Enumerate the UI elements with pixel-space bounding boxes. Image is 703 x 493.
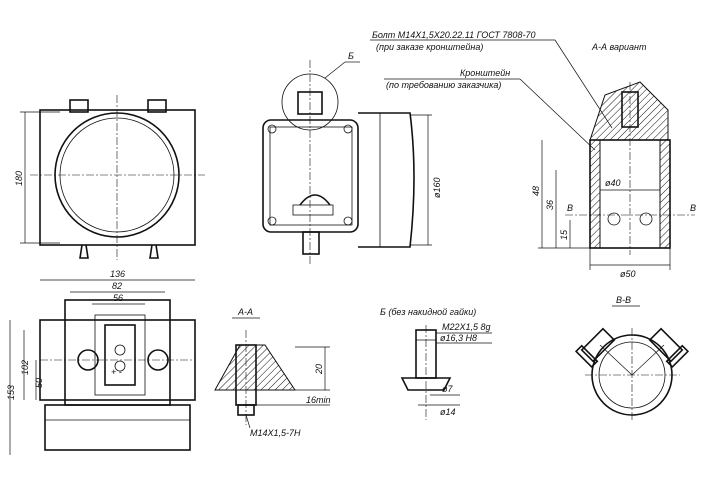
bracket-label: Кронштейн bbox=[460, 68, 510, 78]
front-view: 180 bbox=[14, 95, 205, 260]
dim-102: 102 bbox=[20, 360, 30, 375]
polarity: + - bbox=[111, 367, 122, 377]
section-aa: А-А 20 16min М14Х1,5-7Н bbox=[214, 307, 331, 438]
section-aa-variant-title: А-А вариант bbox=[591, 42, 647, 52]
dim-180: 180 bbox=[14, 171, 24, 186]
dim-36: 36 bbox=[545, 200, 555, 210]
cut-v-left: В bbox=[567, 203, 573, 213]
dim-136: 136 bbox=[110, 269, 125, 279]
b-d16: ø16,3 Н8 bbox=[440, 333, 477, 343]
section-vv: В-В bbox=[574, 295, 690, 420]
bracket-note: (по требованию заказчика) bbox=[386, 80, 501, 90]
view-b-title: Б (без накидной гайки) bbox=[380, 307, 476, 317]
dim-48: 48 bbox=[531, 186, 541, 196]
dim-15: 15 bbox=[559, 229, 569, 240]
dim-20: 20 bbox=[314, 364, 324, 375]
aa-thread: М14Х1,5-7Н bbox=[250, 428, 301, 438]
bolt-note: (при заказе кронштейна) bbox=[376, 42, 483, 52]
dim-16min: 16min bbox=[306, 395, 331, 405]
b-thread: М22Х1,5 8g bbox=[442, 322, 491, 332]
dim-d160: ø160 bbox=[432, 177, 442, 198]
section-aa-title: А-А bbox=[237, 307, 253, 317]
dim-d50: ø50 bbox=[620, 269, 636, 279]
bolt-spec: Болт М14Х1,5Х20.22.11 ГОСТ 7808-70 bbox=[372, 30, 535, 40]
section-vv-title: В-В bbox=[616, 295, 631, 305]
top-view: + - 136 82 56 153 102 50 bbox=[6, 269, 196, 455]
view-b: Б (без накидной гайки) М22Х1,5 8g ø16,3 … bbox=[380, 307, 492, 420]
dim-56: 56 bbox=[113, 293, 123, 303]
dim-153: 153 bbox=[6, 385, 16, 400]
cut-v-right: В bbox=[690, 203, 696, 213]
dim-50: 50 bbox=[34, 378, 44, 388]
b-d14: ø14 bbox=[440, 407, 456, 417]
side-view: Б ø160 bbox=[262, 51, 442, 265]
notes: Болт М14Х1,5Х20.22.11 ГОСТ 7808-70 (при … bbox=[370, 30, 647, 151]
b-d7: ø7 bbox=[442, 384, 453, 394]
dim-d40: ø40 bbox=[605, 178, 621, 188]
callout-b: Б bbox=[348, 51, 354, 61]
section-aa-variant: В В ø40 ø50 48 36 15 bbox=[531, 81, 696, 279]
dim-82: 82 bbox=[112, 281, 122, 291]
